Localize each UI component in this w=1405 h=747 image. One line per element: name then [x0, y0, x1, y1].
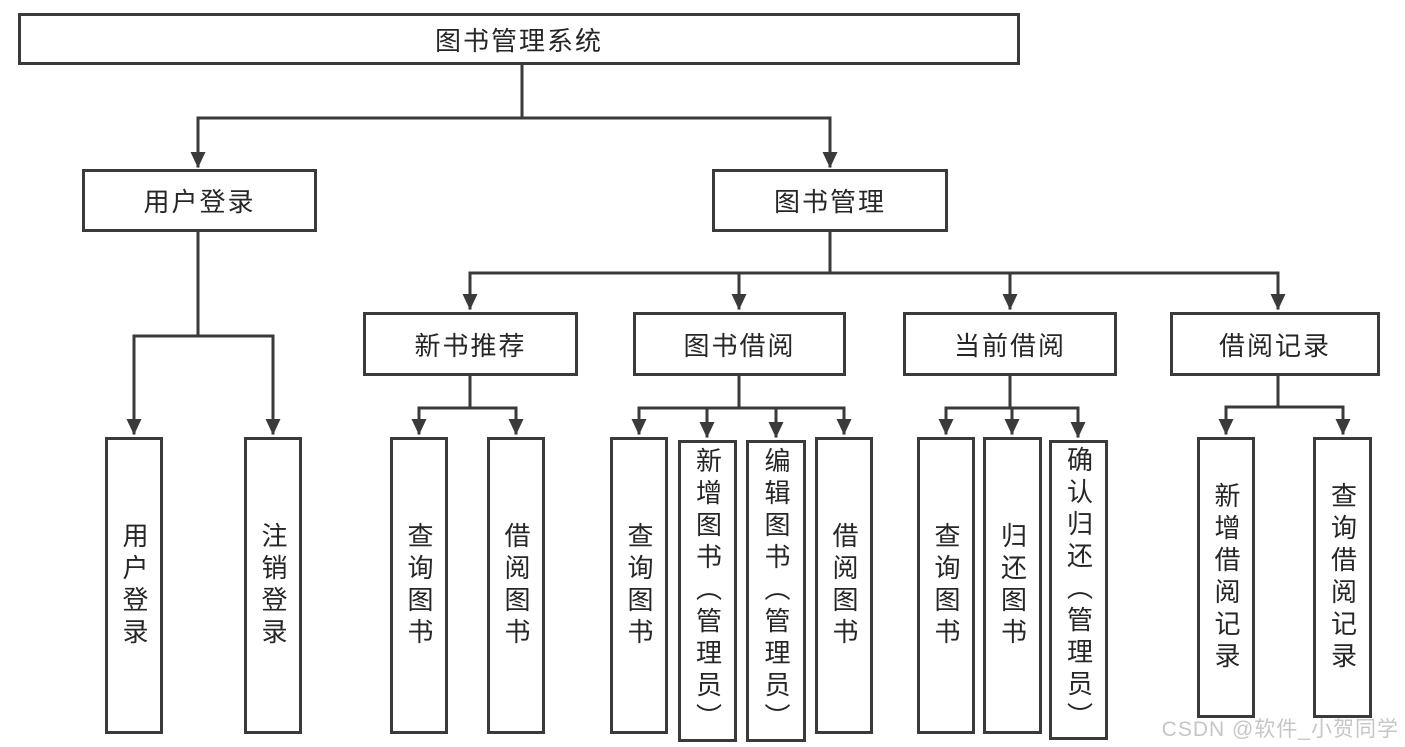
- node-bb-query-books-label: 查询图书: [624, 521, 654, 650]
- node-br-query-record-label: 查询借阅记录: [1327, 481, 1358, 674]
- node-book-management: 图书管理: [712, 169, 948, 232]
- node-br-query-record: 查询借阅记录: [1313, 437, 1372, 718]
- node-current-borrow: 当前借阅: [903, 312, 1117, 376]
- node-bb-edit-books-admin: 编辑图书（管理员）: [746, 440, 806, 742]
- node-nbr-query-books: 查询图书: [390, 437, 448, 734]
- csdn-watermark: CSDN @软件_小贺同学: [1161, 718, 1399, 741]
- node-cb-confirm-return-admin-label: 确认归还（管理员）: [1063, 446, 1094, 734]
- node-cb-return-books: 归还图书: [983, 437, 1042, 734]
- node-bb-edit-books-admin-label: 编辑图书（管理员）: [761, 447, 791, 735]
- node-borrow-records: 借阅记录: [1170, 312, 1380, 376]
- node-bb-borrow-books: 借阅图书: [815, 437, 873, 734]
- node-br-add-record: 新增借阅记录: [1197, 437, 1255, 718]
- node-bb-add-books-admin-label: 新增图书（管理员）: [692, 447, 723, 735]
- node-nbr-borrow-books-label: 借阅图书: [501, 521, 531, 650]
- node-nbr-borrow-books: 借阅图书: [487, 437, 545, 734]
- node-login-label: 用户登录: [119, 521, 149, 650]
- node-new-book-recommend: 新书推荐: [363, 312, 578, 376]
- node-user-login: 用户登录: [82, 169, 317, 232]
- node-bb-borrow-books-label: 借阅图书: [829, 521, 859, 650]
- node-cb-query-books: 查询图书: [917, 437, 975, 734]
- node-login: 用户登录: [105, 437, 163, 734]
- node-cb-confirm-return-admin: 确认归还（管理员）: [1049, 440, 1108, 740]
- node-root: 图书管理系统: [18, 13, 1020, 65]
- node-bb-add-books-admin: 新增图书（管理员）: [678, 440, 737, 742]
- node-logout-label: 注销登录: [258, 521, 288, 650]
- node-nbr-query-books-label: 查询图书: [404, 521, 434, 650]
- node-book-borrow: 图书借阅: [633, 312, 846, 376]
- node-bb-query-books: 查询图书: [610, 437, 668, 734]
- node-br-add-record-label: 新增借阅记录: [1211, 481, 1241, 674]
- node-logout: 注销登录: [244, 437, 302, 734]
- node-cb-return-books-label: 归还图书: [997, 521, 1028, 650]
- node-cb-query-books-label: 查询图书: [931, 521, 961, 650]
